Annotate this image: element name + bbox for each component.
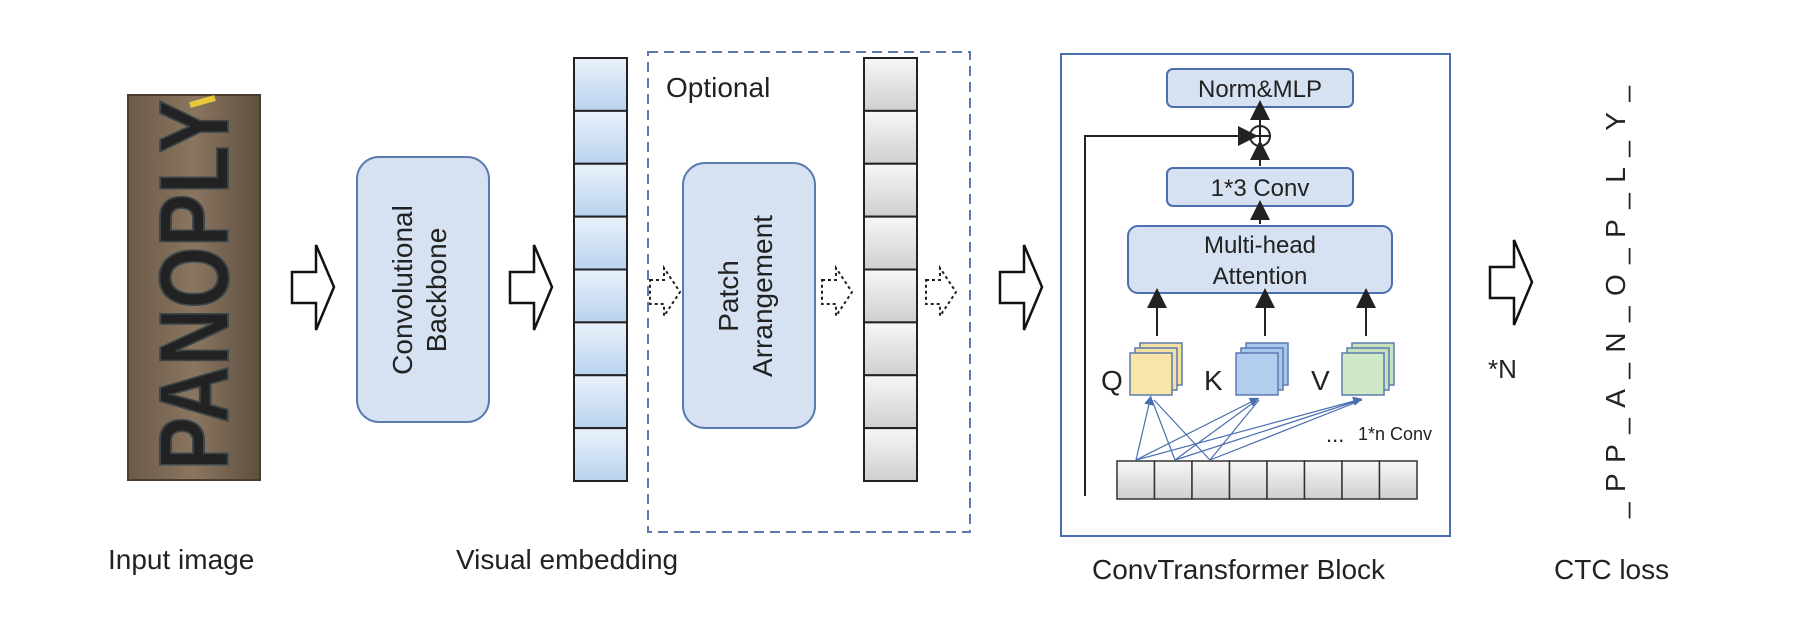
dotted-arrow-2 [821, 264, 854, 320]
block-arrow-4 [1488, 239, 1534, 326]
embedding-cell [573, 215, 628, 271]
conv-backbone-line2: Backbone [421, 228, 452, 353]
token-cell [1378, 460, 1418, 500]
attention-line1: Multi-head [1204, 232, 1316, 259]
arranged-embedding-column [863, 57, 918, 482]
dotted-arrow-1 [649, 264, 682, 320]
embedding-cell [573, 57, 628, 112]
block-arrow-2 [508, 244, 554, 331]
token-row [1116, 460, 1418, 500]
block-arrow-1 [290, 244, 336, 331]
caption-input-image: Input image [108, 544, 254, 575]
optional-region [647, 51, 971, 533]
arranged-embedding-cell [863, 109, 918, 165]
arranged-embedding-cell [863, 268, 918, 324]
input-image: PANOPLY [127, 94, 261, 481]
arranged-embedding-cell [863, 162, 918, 218]
conv13-label: 1*3 Conv [1211, 175, 1310, 202]
attention-line2: Attention [1213, 263, 1308, 290]
visual-embedding-column [573, 57, 628, 482]
ctc-sequence: _PP_A_N_O_P_L_Y_ [1600, 82, 1631, 519]
v-label: V [1311, 365, 1330, 396]
repeat-label: *N [1488, 354, 1517, 384]
caption-visual-embedding: Visual embedding [456, 544, 678, 575]
embedding-cell [573, 268, 628, 324]
embedding-cell [573, 109, 628, 165]
block-arrow-3 [998, 244, 1044, 331]
embedding-cell [573, 321, 628, 377]
embedding-cell [573, 162, 628, 218]
conv1n-label: 1*n Conv [1358, 424, 1432, 444]
arranged-embedding-cell [863, 57, 918, 112]
token-cell [1266, 460, 1306, 500]
patch-arrangement-line1: Patch [713, 260, 744, 332]
embedding-cell [573, 427, 628, 482]
caption-ctc-loss: CTC loss [1554, 554, 1669, 585]
dotted-arrow-3 [925, 264, 958, 320]
conv-backbone-module: Convolutional Backbone [356, 156, 490, 423]
embedding-cell [573, 374, 628, 430]
norm-mlp-label: Norm&MLP [1198, 76, 1322, 103]
arranged-embedding-cell [863, 321, 918, 377]
token-cell [1116, 460, 1156, 500]
conv-ellipsis: ... [1326, 422, 1344, 447]
convtransformer-frame [1060, 53, 1451, 537]
token-cell [1341, 460, 1381, 500]
k-stack [1235, 342, 1289, 396]
k-label: K [1204, 365, 1223, 396]
arranged-embedding-cell [863, 374, 918, 430]
patch-arrangement-module: Patch Arrangement [682, 162, 816, 429]
residual-path [1084, 126, 1258, 496]
arranged-embedding-cell [863, 215, 918, 271]
caption-convtransformer-block: ConvTransformer Block [1092, 554, 1386, 585]
q-label: Q [1101, 365, 1123, 396]
token-cell [1228, 460, 1268, 500]
patch-arrangement-line2: Arrangement [747, 215, 778, 377]
conv-backbone-line1: Convolutional [387, 205, 418, 375]
token-cell [1191, 460, 1231, 500]
v-stack [1341, 342, 1395, 396]
conv-connection-lines [1135, 395, 1363, 461]
input-image-word: PANOPLY [139, 100, 249, 470]
arranged-embedding-cell [863, 427, 918, 482]
q-stack [1129, 342, 1183, 396]
optional-label: Optional [666, 72, 770, 103]
token-cell [1303, 460, 1343, 500]
token-cell [1153, 460, 1193, 500]
